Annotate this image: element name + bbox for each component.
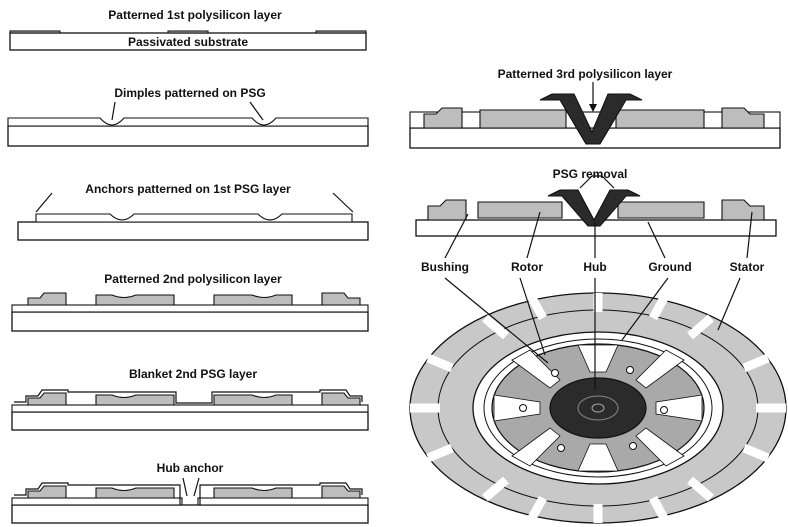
step-2-cross-section: Dimples patterned on PSG (7, 86, 369, 147)
step-4-title: Patterned 2nd polysilicon layer (104, 272, 282, 286)
bushing-label: Bushing (421, 260, 469, 274)
step-5-title: Blanket 2nd PSG layer (129, 367, 257, 381)
step-4-cross-section: Patterned 2nd polysilicon layer (11, 272, 369, 332)
motor-labels: Bushing Rotor Hub Ground Stator (421, 211, 765, 274)
step-7-title: Patterned 3rd polysilicon layer (498, 67, 673, 81)
step-8-title: PSG removal (553, 167, 628, 181)
hub-label: Hub (583, 260, 606, 274)
substrate (11, 411, 369, 431)
psg-layer (7, 117, 369, 127)
step-6-cross-section: Hub anchor (11, 461, 369, 524)
substrate (17, 221, 369, 241)
psg-layer (35, 213, 353, 223)
step-3-title: Anchors patterned on 1st PSG layer (85, 182, 291, 196)
stator-label: Stator (730, 260, 765, 274)
step-2-title: Dimples patterned on PSG (114, 86, 265, 100)
substrate (7, 125, 369, 147)
micromotor-top-view (409, 277, 787, 524)
step-6-title: Hub anchor (157, 461, 224, 475)
rotor-label: Rotor (511, 260, 543, 274)
substrate (11, 504, 369, 524)
step-1-title: Patterned 1st polysilicon layer (108, 8, 282, 22)
step-5-cross-section: Blanket 2nd PSG layer (11, 367, 369, 431)
substrate-label: Passivated substrate (128, 35, 248, 49)
ground-label: Ground (648, 260, 691, 274)
step-8-cross-section: PSG removal (415, 167, 777, 237)
step-3-cross-section: Anchors patterned on 1st PSG layer (17, 182, 369, 241)
step-1-cross-section: Patterned 1st polysilicon layer Passivat… (9, 8, 367, 51)
step-7-cross-section: Patterned 3rd polysilicon layer (409, 67, 781, 149)
substrate (11, 311, 369, 332)
third-polysilicon (539, 93, 643, 145)
